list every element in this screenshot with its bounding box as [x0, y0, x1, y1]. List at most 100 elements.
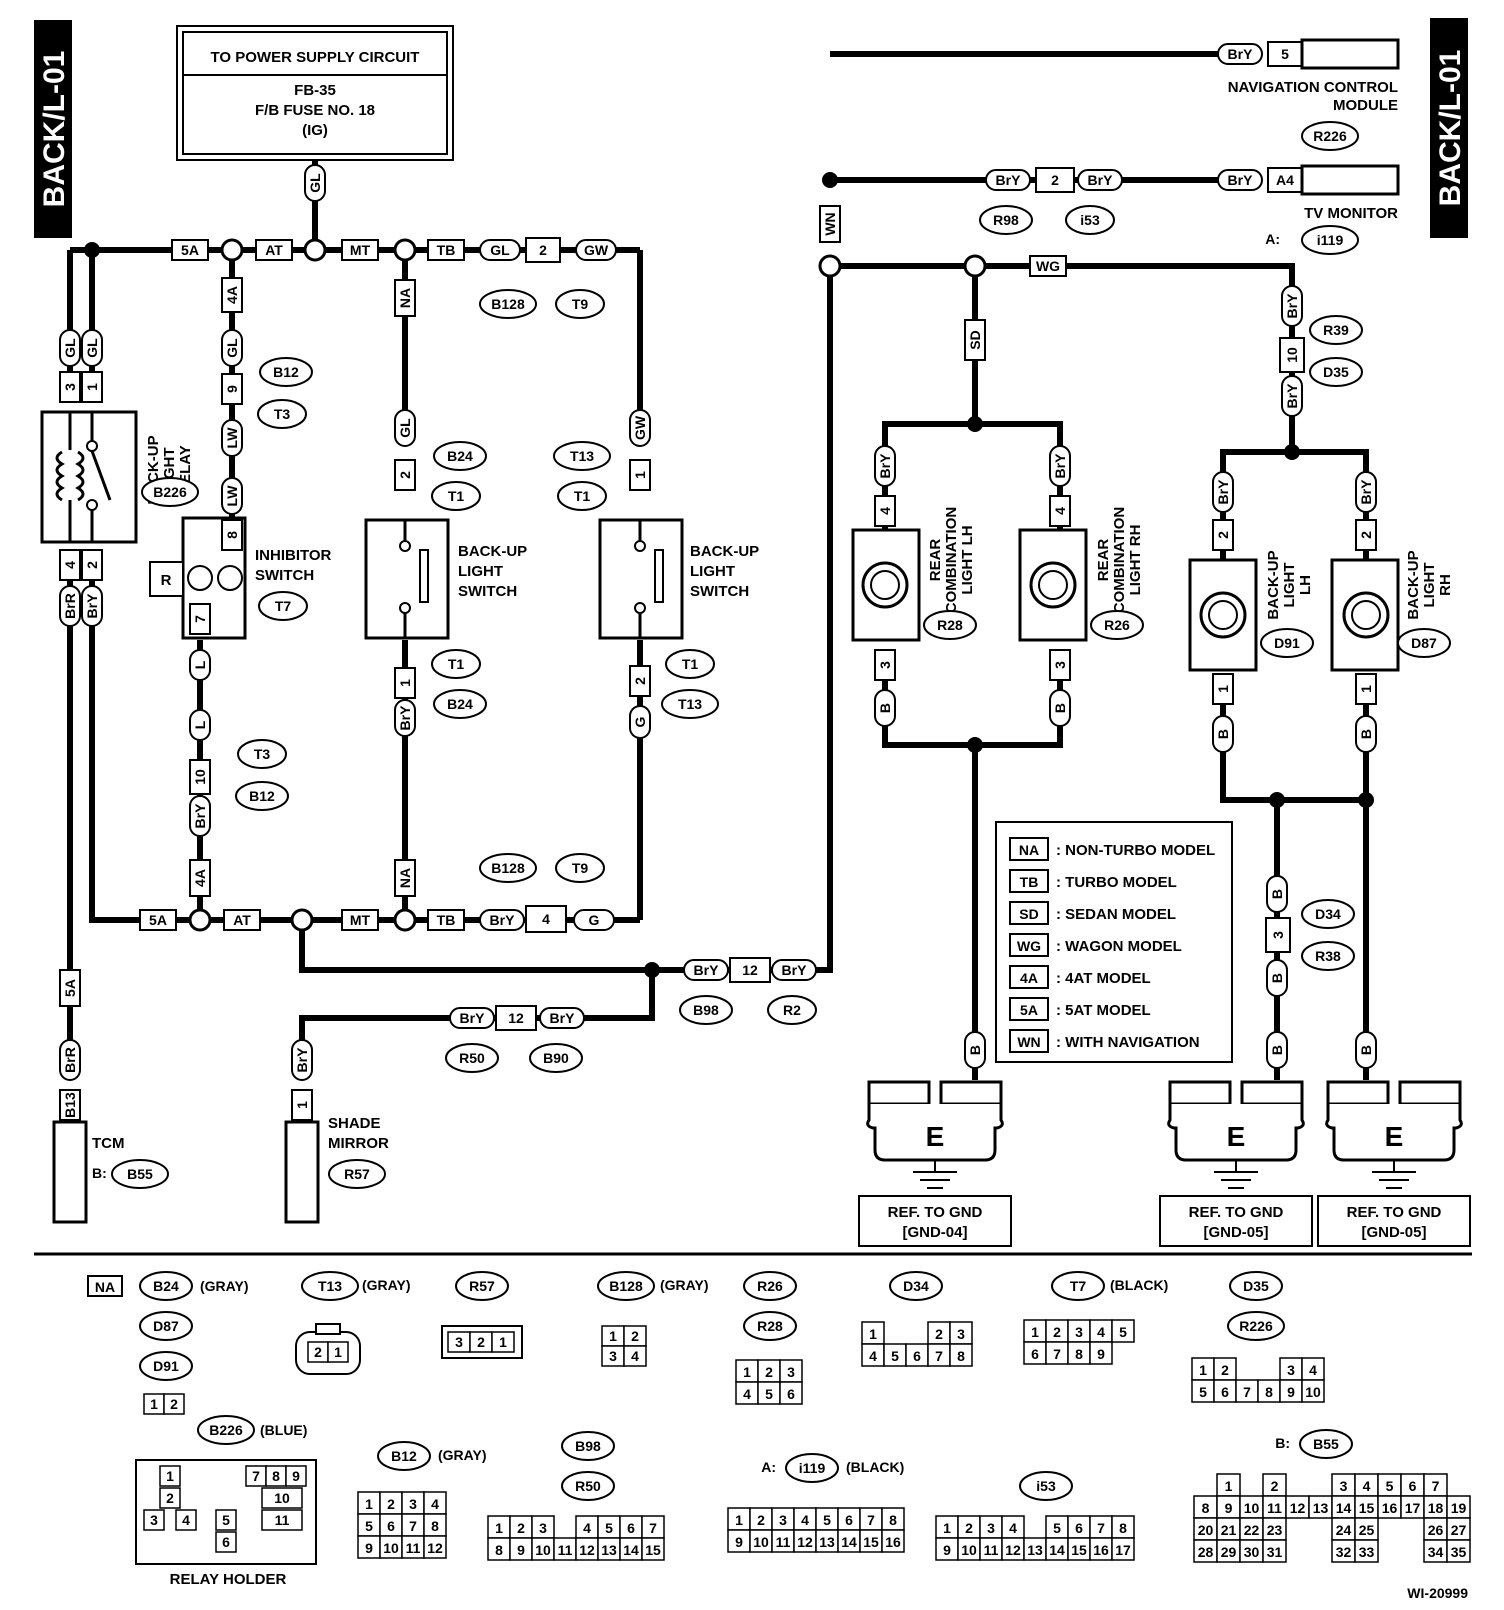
pin-label: 6 — [845, 1512, 853, 1528]
ref-t7: T7 — [275, 598, 292, 614]
tag-at-bottom: AT — [233, 912, 251, 928]
wire-bry-mirror: BrY — [294, 1047, 310, 1073]
ref-b55: B55 — [127, 1166, 153, 1182]
pin-label: 3 — [787, 1364, 795, 1380]
view-b24-oval — [139, 1271, 193, 1301]
pin-label: 7 — [1432, 1478, 1440, 1494]
tag-at-top: AT — [265, 242, 283, 258]
pin-label: 25 — [1359, 1522, 1375, 1538]
junctions — [84, 172, 1374, 978]
wire-b-gnd05b: B — [1358, 1045, 1374, 1055]
ref-t1-bottom: T1 — [448, 656, 465, 672]
pin-d91-1: 1 — [1215, 685, 1231, 693]
wire-bry-b98-left: BrY — [694, 962, 720, 978]
power-supply-box: TO POWER SUPPLY CIRCUIT FB-35 F/B FUSE N… — [176, 25, 454, 161]
pin-label: 1 — [943, 1520, 951, 1536]
pin-label: 8 — [1265, 1384, 1273, 1400]
pin-label: 10 — [1305, 1384, 1321, 1400]
tv-label: TV MONITOR — [1304, 205, 1398, 222]
pin-label: 15 — [1071, 1542, 1087, 1558]
pin-label: 35 — [1451, 1544, 1467, 1560]
tag-wn: WN — [822, 212, 838, 235]
view-b128-oval — [597, 1271, 655, 1301]
inline-connectors — [59, 41, 1377, 1121]
pin-label: 9 — [1097, 1346, 1105, 1362]
pin-label: 6 — [913, 1348, 921, 1364]
wire-gl-relay-3: GL — [62, 338, 78, 358]
ref-b24-bottom: B24 — [447, 696, 473, 712]
ref-d91: D91 — [1274, 635, 1300, 651]
pin-label: 7 — [867, 1512, 875, 1528]
pin-d87-1: 1 — [1358, 685, 1374, 693]
pin-label: 4 — [1363, 1478, 1371, 1494]
view-d34: D34 — [903, 1278, 929, 1294]
pin-label: 14 — [1336, 1500, 1352, 1516]
tag-4a-top: 4A — [224, 286, 240, 304]
view-r26-oval — [743, 1271, 797, 1301]
pin-label: 6 — [627, 1520, 635, 1536]
pin-r28-3: 3 — [877, 661, 893, 669]
wire-b-gnd04: B — [967, 1045, 983, 1055]
pin-label: 1 — [869, 1326, 877, 1342]
wire-gw-top: GW — [584, 242, 609, 258]
wire-b-gnd05a: B — [1269, 1045, 1285, 1055]
ground-ref-line2: [GND-05] — [1203, 1224, 1268, 1241]
pin-label: 16 — [1382, 1500, 1398, 1516]
ref-t3-bottom: T3 — [254, 746, 271, 762]
view-b226-oval — [197, 1415, 255, 1445]
legend-code: SD — [1019, 906, 1038, 922]
wire-gl-na-switch: GL — [397, 418, 413, 438]
pin-label: 5 — [605, 1520, 613, 1536]
pin-label: 13 — [1313, 1500, 1329, 1516]
wire-bry-r39-bottom: BrY — [1284, 383, 1300, 409]
ref-r26: R26 — [1104, 617, 1130, 633]
pin-label: 8 — [957, 1348, 965, 1364]
tag-wg: WG — [1036, 258, 1060, 274]
connector-ref-text: B12 T3 B24 T1 T1 B24 T13 T1 T1 T13 B128 … — [249, 212, 1349, 1066]
wire-gw-tb-switch: GW — [632, 415, 648, 440]
ground-e-label: E — [1385, 1121, 1404, 1152]
pin-label: 1 — [365, 1496, 373, 1512]
pin-label: 4 — [631, 1348, 639, 1364]
rear-combination-light-rh: REAR COMBINATION LIGHT RH R26 — [1018, 507, 1144, 642]
pin-label: 4 — [182, 1512, 190, 1528]
view-b12-gray: (GRAY) — [438, 1447, 487, 1463]
tcm-label: TCM — [92, 1135, 125, 1152]
legend-code-box — [1009, 837, 1049, 861]
pin-label: 9 — [1287, 1384, 1295, 1400]
pin-label: 2 — [935, 1326, 943, 1342]
wire-b-backup-lh: B — [1215, 729, 1231, 739]
view-b226-blue: (BLUE) — [260, 1422, 307, 1438]
page-code-right-text: BACK/L-01 — [1434, 50, 1467, 207]
pin-label: 6 — [1221, 1384, 1229, 1400]
pin-label: 2 — [1221, 1362, 1229, 1378]
legend-code: TB — [1020, 874, 1039, 890]
power-supply-title: TO POWER SUPPLY CIRCUIT — [211, 49, 420, 66]
rear-lh-label-1: REAR — [927, 539, 944, 582]
pin-label: 32 — [1336, 1544, 1352, 1560]
pin-label: 10 — [961, 1542, 977, 1558]
pin-b128-4: 4 — [542, 911, 550, 927]
view-r26: R26 — [757, 1278, 783, 1294]
tag-mt-top: MT — [350, 242, 371, 258]
tv-ref-prefix: A: — [1265, 231, 1280, 247]
pin-label: 8 — [889, 1512, 897, 1528]
pin-label: 5 — [365, 1518, 373, 1534]
pin-label: 1 — [735, 1512, 743, 1528]
ground-e-label: E — [1227, 1121, 1246, 1152]
pin-t7-7: 7 — [192, 615, 208, 623]
pin-label: 15 — [1359, 1500, 1375, 1516]
pin-b24-2: 2 — [397, 471, 413, 479]
ref-r38: R38 — [1315, 948, 1341, 964]
pin-label: 3 — [455, 1334, 463, 1350]
pin-d34-3: 3 — [1270, 931, 1286, 939]
wire-b-d34-top: B — [1269, 889, 1285, 899]
pin-label: 13 — [601, 1542, 617, 1558]
